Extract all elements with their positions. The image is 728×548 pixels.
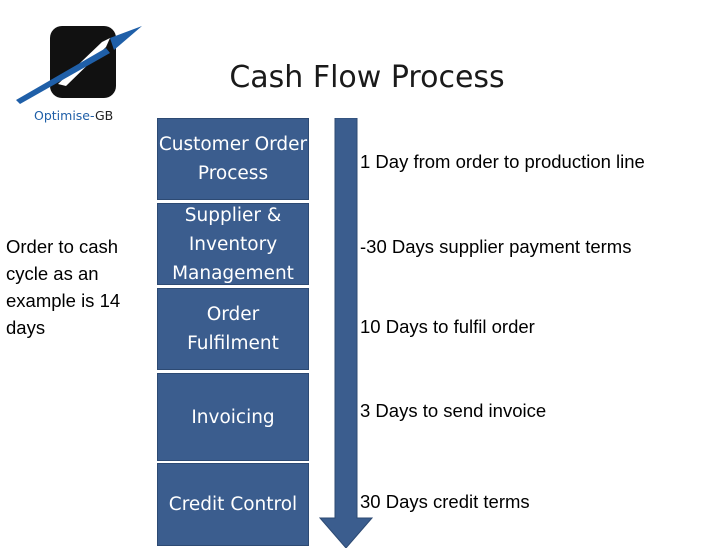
step-supplier-inventory-management: Supplier & Inventory Management bbox=[157, 203, 309, 285]
logo-prefix: Optimise- bbox=[34, 108, 95, 123]
description-send-invoice: 3 Days to send invoice bbox=[360, 400, 547, 421]
description-order-to-production: 1 Day from order to production line bbox=[360, 151, 645, 172]
description-supplier-payment: -30 Days supplier payment terms bbox=[360, 236, 632, 257]
description-credit-terms: 30 Days credit terms bbox=[360, 491, 530, 512]
logo-text: Optimise-GB bbox=[34, 108, 113, 123]
description-fulfil-order: 10 Days to fulfil order bbox=[360, 316, 535, 337]
timeline-arrow-icon bbox=[318, 118, 374, 548]
optimise-gb-logo: Optimise-GB bbox=[10, 20, 150, 135]
step-invoicing: Invoicing bbox=[157, 373, 309, 461]
step-customer-order-process: Customer Order Process bbox=[157, 118, 309, 200]
page-title: Cash Flow Process bbox=[229, 60, 505, 95]
step-credit-control: Credit Control bbox=[157, 463, 309, 546]
cycle-summary-note: Order to cash cycle as an example is 14 … bbox=[6, 236, 121, 338]
step-order-fulfilment: Order Fulfilment bbox=[157, 288, 309, 370]
logo-suffix: GB bbox=[94, 108, 114, 123]
logo-mark-icon bbox=[16, 26, 142, 104]
